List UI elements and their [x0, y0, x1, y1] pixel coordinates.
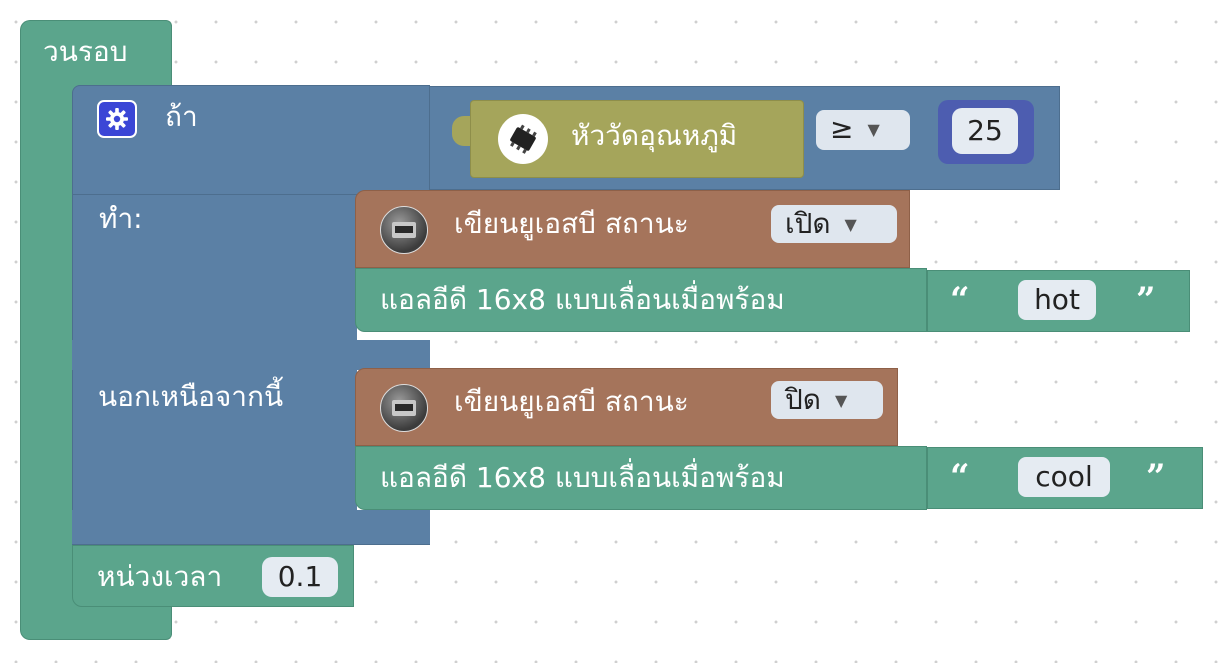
usb-state-dropdown[interactable]: เปิด ▼	[771, 205, 897, 243]
chevron-down-icon: ▼	[844, 215, 857, 234]
gear-icon[interactable]	[97, 100, 137, 138]
usb-write-label: เขียนยูเอสบี สถานะ	[454, 385, 689, 418]
usb-state-dropdown[interactable]: ปิด ▼	[771, 381, 883, 419]
close-quote-icon: ”	[1136, 280, 1156, 320]
led-scroll-block[interactable]: แอลอีดี 16x8 แบบเลื่อนเมื่อพร้อม	[355, 268, 927, 332]
chip-icon	[498, 114, 548, 164]
delay-label: หน่วงเวลา	[97, 560, 223, 593]
do-label: ทำ:	[99, 202, 143, 235]
chevron-down-icon: ▼	[867, 120, 880, 139]
close-quote-icon: ”	[1146, 457, 1166, 497]
operator-value: ≥	[830, 112, 854, 145]
open-quote-icon: “	[950, 457, 970, 497]
led-scroll-label: แอลอีดี 16x8 แบบเลื่อนเมื่อพร้อม	[380, 461, 785, 494]
usb-state-value: เปิด	[785, 207, 831, 240]
loop-block-footer[interactable]	[20, 605, 172, 640]
if-block-footer[interactable]	[72, 510, 430, 545]
if-label: ถ้า	[165, 100, 198, 133]
number-field[interactable]: 25	[952, 108, 1018, 154]
delay-value-field[interactable]: 0.1	[262, 557, 338, 597]
usb-write-label: เขียนยูเอสบี สถานะ	[454, 207, 689, 240]
led-scroll-block[interactable]: แอลอีดี 16x8 แบบเลื่อนเมื่อพร้อม	[355, 446, 927, 510]
loop-block-spine[interactable]	[20, 85, 78, 635]
sensor-label: หัววัดอุณหภูมิ	[571, 119, 738, 152]
if-block[interactable]: ถ้า ทำ:	[72, 85, 430, 235]
usb-state-value: ปิด	[785, 383, 821, 416]
usb-icon	[380, 206, 428, 254]
led-scroll-label: แอลอีดี 16x8 แบบเลื่อนเมื่อพร้อม	[380, 283, 785, 316]
if-block-divider[interactable]	[72, 340, 430, 370]
text-field[interactable]: cool	[1018, 457, 1110, 497]
chevron-down-icon: ▼	[834, 391, 848, 410]
operator-dropdown[interactable]: ≥▼	[816, 110, 910, 150]
text-field[interactable]: hot	[1018, 280, 1096, 320]
else-label: นอกเหนือจากนี้	[98, 380, 284, 413]
loop-label: วนรอบ	[43, 35, 128, 68]
open-quote-icon: “	[950, 280, 970, 320]
usb-icon	[380, 384, 428, 432]
loop-block[interactable]: วนรอบ	[20, 20, 172, 92]
